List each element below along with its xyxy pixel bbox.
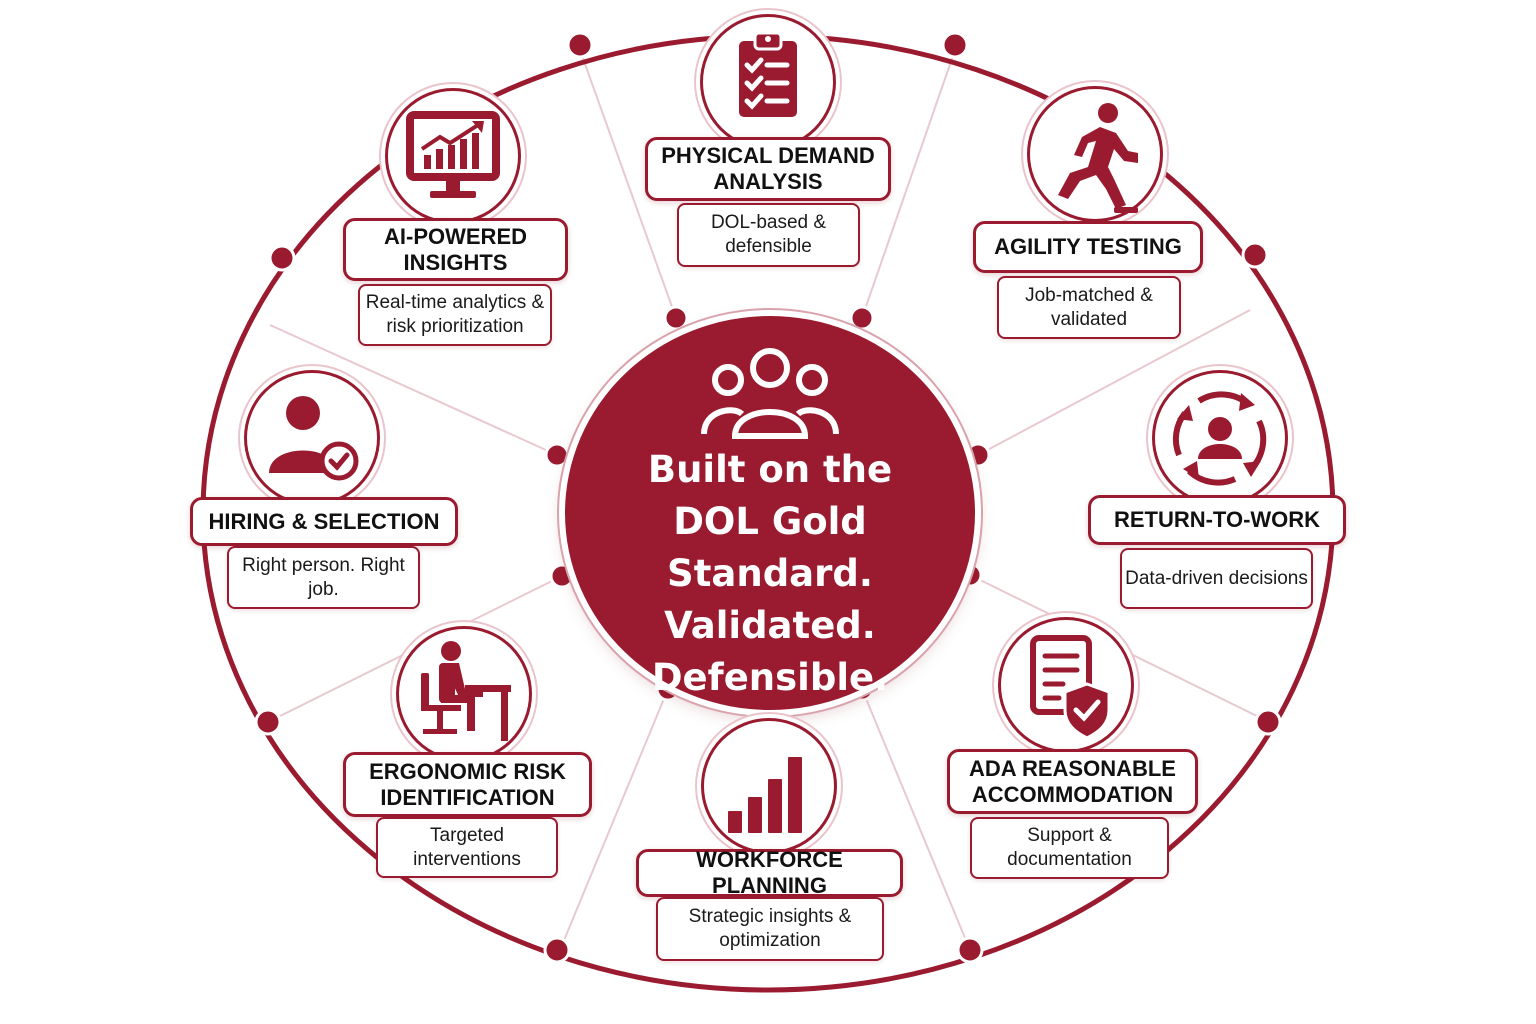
hiring-title: HIRING & SELECTION xyxy=(190,497,458,546)
ai-icon-circle xyxy=(385,88,521,224)
ergonomic-title: ERGONOMIC RISK IDENTIFICATION xyxy=(343,752,592,817)
agility-description: Job-matched & validated xyxy=(997,276,1181,339)
pda-icon-circle xyxy=(700,14,836,150)
ring-dot xyxy=(941,31,969,59)
hiring-description: Right person. Right job. xyxy=(227,546,420,609)
ergonomic-description: Targeted interventions xyxy=(376,817,558,878)
hub-dot xyxy=(663,305,689,331)
connector-line xyxy=(559,688,669,951)
ring-dot xyxy=(1241,241,1269,269)
ring-dot xyxy=(268,244,296,272)
ada-icon-circle xyxy=(998,617,1134,753)
rtw-icon-circle xyxy=(1152,370,1288,506)
running-person-icon xyxy=(1058,103,1138,213)
hiring-icon-circle xyxy=(244,370,380,506)
connector-line xyxy=(861,688,971,951)
ring-dot xyxy=(566,31,594,59)
hub-dot xyxy=(549,563,575,589)
ai-title: AI-POWERED INSIGHTS xyxy=(343,218,568,281)
ada-description: Support & documentation xyxy=(970,817,1169,879)
connector-line xyxy=(977,309,1251,456)
document-shield-check-icon xyxy=(1030,635,1111,740)
headline-line: Validated. xyxy=(664,604,876,647)
headline-line: Built on the xyxy=(647,448,893,491)
connector-line xyxy=(861,49,956,319)
ring-dot xyxy=(254,708,282,736)
hub-dot xyxy=(965,442,991,468)
rtw-description: Data-driven decisions xyxy=(1120,548,1313,609)
workforce-description: Strategic insights & optimization xyxy=(656,897,884,961)
hub-dot xyxy=(849,305,875,331)
agility-title: AGILITY TESTING xyxy=(973,221,1203,273)
headline-line: DOL Gold Standard. xyxy=(667,500,873,595)
pda-description: DOL-based & defensible xyxy=(677,203,860,267)
connector-line xyxy=(269,324,558,456)
workforce-icon-circle xyxy=(701,718,837,854)
ai-description: Real-time analytics & risk prioritizatio… xyxy=(358,284,552,346)
person-at-desk-icon xyxy=(421,641,511,741)
agility-icon-circle xyxy=(1027,86,1163,222)
clipboard-checklist-icon xyxy=(739,31,797,117)
rtw-title: RETURN-TO-WORK xyxy=(1088,495,1346,545)
bar-chart-icon xyxy=(728,757,802,833)
workforce-title: WORKFORCE PLANNING xyxy=(636,847,903,898)
connector-line xyxy=(579,49,677,319)
hub-dot xyxy=(544,442,570,468)
ring-dot xyxy=(956,936,984,964)
ring-dot xyxy=(1254,708,1282,736)
ada-title: ADA REASONABLE ACCOMMODATION xyxy=(947,749,1198,814)
person-cycle-arrows-icon xyxy=(1172,391,1267,486)
team-people-icon xyxy=(701,348,839,439)
monitor-analytics-icon xyxy=(406,111,500,198)
center-hub: Built on the DOL Gold Standard. Validate… xyxy=(565,316,975,710)
center-headline: Built on the DOL Gold Standard. Validate… xyxy=(565,444,975,704)
pda-title: PHYSICAL DEMAND ANALYSIS xyxy=(645,137,891,201)
ring-dot xyxy=(543,936,571,964)
person-check-icon xyxy=(269,396,359,481)
headline-line: Defensible. xyxy=(651,656,889,699)
ergonomic-icon-circle xyxy=(396,626,532,762)
